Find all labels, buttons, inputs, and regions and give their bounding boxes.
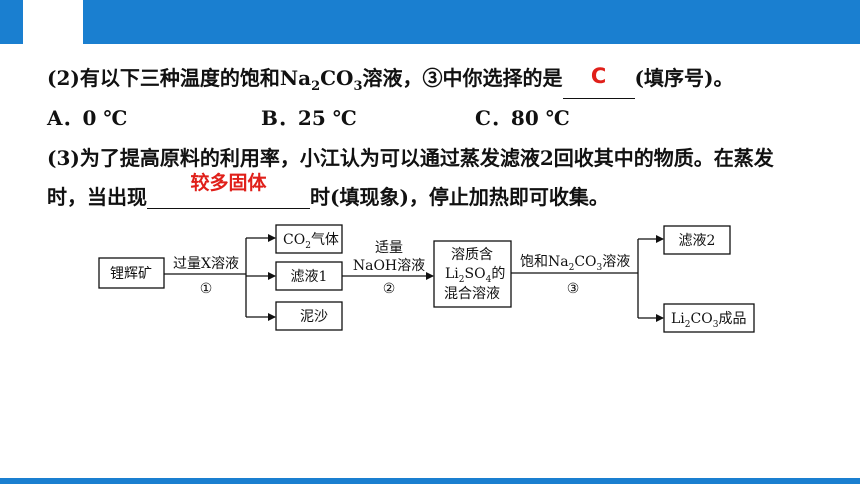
q2-sub-1: 2 (311, 79, 321, 94)
question-3-line-1: (3)为了提高原料的利用率，小江认为可以通过蒸发滤液2回收其中的物质。在蒸发 (47, 146, 774, 170)
option-a: A．0 ℃ (47, 106, 128, 130)
label-step-1: 过量X溶液 (173, 256, 239, 272)
label-mid-line-3: 混合溶液 (444, 286, 500, 302)
label-step-1-num: ① (200, 281, 213, 297)
q2-mid: CO (320, 66, 354, 90)
q2-suffix-2: (填序号)。 (634, 66, 734, 90)
header-bar (83, 0, 860, 44)
q3-answer: 较多固体 (190, 172, 267, 194)
q3-suffix: 时(填现象)，停止加热即可收集。 (310, 185, 609, 209)
box-co2-gas (275, 224, 343, 254)
box-li2co3-product (663, 303, 755, 333)
label-li2co3-product: Li2CO3成品 (671, 311, 746, 330)
q3-answer-blank: 较多固体 (147, 172, 310, 209)
q2-answer: C (590, 64, 607, 88)
label-mid-line-2: Li2SO4的 (445, 266, 505, 285)
box-mixed-solution (433, 240, 512, 308)
label-step-2-top: 适量 (375, 240, 403, 256)
box-filtrate-2 (663, 225, 731, 255)
q3-prefix: 时，当出现 (47, 185, 147, 209)
box-sand (275, 301, 343, 331)
label-step-3-num: ③ (567, 281, 580, 297)
label-step-3: 饱和Na2CO3溶液 (520, 254, 630, 273)
q2-answer-blank: C (562, 64, 635, 99)
label-filtrate-1: 滤液1 (291, 269, 328, 285)
q2-sub-2: 3 (353, 79, 363, 94)
q2-suffix-1: 溶液，③中你选择的是 (362, 66, 563, 90)
label-mid-line-1: 溶质含 (451, 247, 493, 263)
q2-prefix: (2)有以下三种温度的饱和Na (47, 66, 312, 90)
label-lithium-ore: 锂辉矿 (110, 266, 152, 282)
label-co2-gas: CO2气体 (283, 232, 339, 251)
option-b: B．25 ℃ (261, 106, 357, 130)
header-square (0, 0, 23, 44)
question-2: (2)有以下三种温度的饱和Na2CO3溶液，③中你选择的是 C (填序号)。 (47, 64, 734, 99)
option-c: C．80 ℃ (475, 106, 570, 130)
box-lithium-ore (98, 257, 165, 289)
footer-bar (0, 478, 860, 484)
label-sand: 泥沙 (300, 309, 328, 325)
label-step-2: NaOH溶液 (353, 258, 425, 274)
label-step-2-num: ② (383, 281, 396, 297)
label-filtrate-2: 滤液2 (679, 233, 716, 249)
q2-options: A．0 ℃ B．25 ℃ C．80 ℃ (47, 106, 570, 130)
question-3-line-2: 时，当出现 较多固体时(填现象)，停止加热即可收集。 (47, 172, 609, 209)
